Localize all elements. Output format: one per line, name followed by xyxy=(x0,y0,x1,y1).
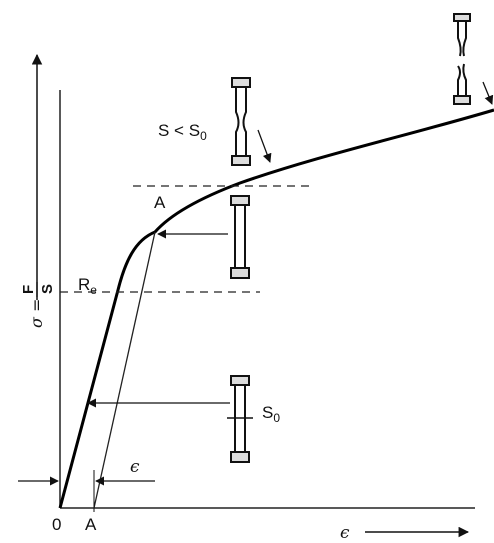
specimen-original-icon xyxy=(227,375,253,463)
necking-arrow xyxy=(257,129,272,163)
stress-strain-curve xyxy=(58,108,494,509)
stress-axis-label: σ = F S xyxy=(20,282,56,328)
necking-sub: 0 xyxy=(200,129,207,143)
necking-main: S < S xyxy=(158,121,200,140)
yield-strength-main: R xyxy=(78,275,90,294)
point-a-top-label: A xyxy=(154,193,166,212)
yield-strength-sub: e xyxy=(90,283,97,297)
specimen-fractured-icon xyxy=(453,13,471,105)
stress-sigma: σ = xyxy=(27,299,46,328)
specimen-necked-icon xyxy=(231,77,251,166)
original-section-label: S0 xyxy=(262,403,280,425)
yield-strength-label: Re xyxy=(78,275,97,297)
origin-label: 0 xyxy=(52,515,61,534)
necking-label: S < S0 xyxy=(158,121,207,143)
original-section-sub: 0 xyxy=(273,411,280,425)
original-section-main: S xyxy=(262,403,273,422)
stress-denominator: S xyxy=(39,284,56,294)
point-a-bottom-label: A xyxy=(85,515,97,534)
specimen-elongated-icon xyxy=(230,195,250,279)
stress-numerator: F xyxy=(20,285,37,294)
strain-span-label: ϵ xyxy=(130,457,140,477)
unloading-line xyxy=(93,231,156,509)
strain-axis-label: ϵ xyxy=(340,523,350,543)
fracture-arrow xyxy=(482,81,494,105)
